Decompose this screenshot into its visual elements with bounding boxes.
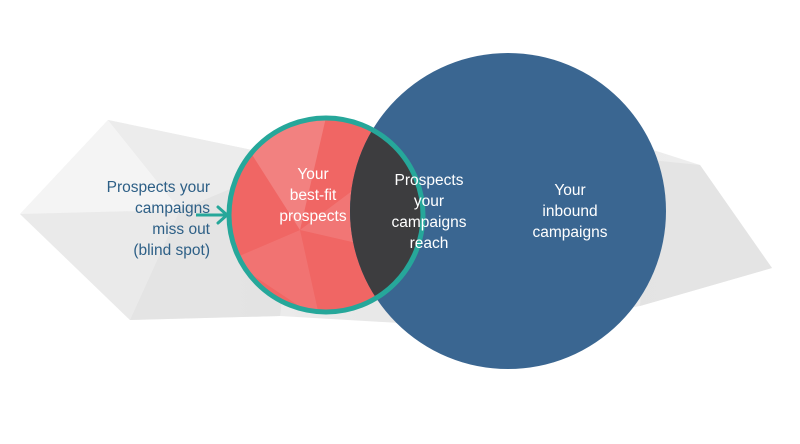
best-fit-line: prospects <box>279 208 347 225</box>
inbound-campaigns-circle <box>350 53 666 369</box>
reach-line: campaigns <box>391 214 467 231</box>
best-fit-label: Your best-fit prospects <box>252 164 374 227</box>
blind-spot-line: miss out <box>152 221 210 238</box>
inbound-label: Your inbound campaigns <box>500 180 640 243</box>
blind-spot-line: (blind spot) <box>133 242 210 259</box>
reach-line: your <box>413 193 445 210</box>
inbound-line: Your <box>554 182 586 199</box>
blind-spot-label: Prospects your campaigns miss out (blind… <box>60 177 210 261</box>
reach-line: Prospects <box>394 172 464 189</box>
reach-label: Prospects your campaigns reach <box>364 170 494 254</box>
best-fit-circle-outline <box>226 115 426 315</box>
best-fit-line: best-fit <box>289 187 337 204</box>
blind-spot-line: Prospects your <box>106 179 210 196</box>
arrow-right-icon <box>196 205 229 225</box>
best-fit-line: Your <box>297 166 329 183</box>
inbound-line: campaigns <box>532 224 608 241</box>
inbound-line: inbound <box>542 203 598 220</box>
reach-line: reach <box>409 235 449 252</box>
blind-spot-line: campaigns <box>135 200 210 217</box>
